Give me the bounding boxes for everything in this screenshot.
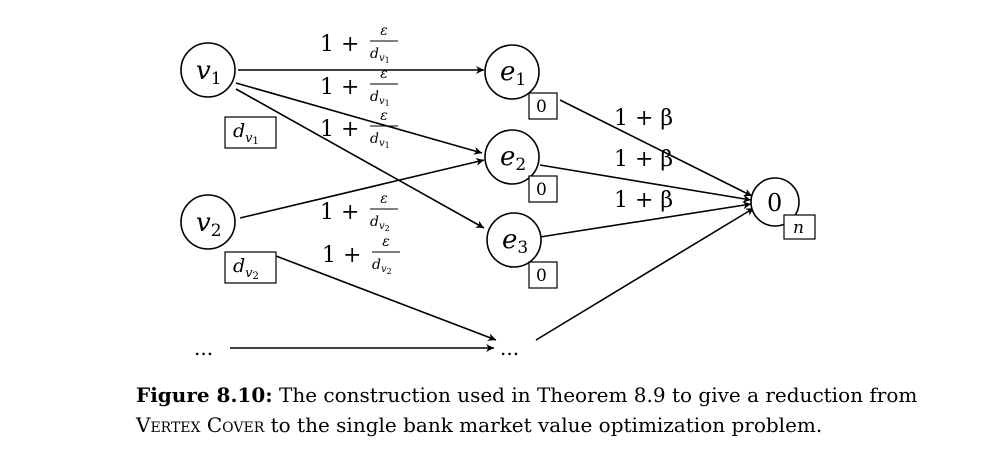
construction-diagram: v1 v2 e1 e2 e3 0 ... ... dv1 dv2 0 0 0 n… <box>180 23 816 360</box>
box-e1 <box>528 92 558 120</box>
caption-problem-name: Vertex Cover <box>136 413 265 437</box>
node-e2-label: e2 <box>500 142 526 175</box>
box-e3-label: 0 <box>536 266 547 286</box>
node-v1-circle <box>180 42 236 98</box>
edge-label-v1-e1: 1 + ε dv1 <box>320 23 398 65</box>
box-e2-label: 0 <box>536 180 547 200</box>
svg-text:ε: ε <box>380 191 388 207</box>
node-e1-circle <box>484 44 540 100</box>
svg-text:1 +: 1 + <box>320 200 359 225</box>
svg-text:ε: ε <box>380 66 388 82</box>
node-e2-circle <box>484 129 540 185</box>
dots-left: ... <box>194 336 213 360</box>
svg-text:1 +: 1 + <box>322 243 361 268</box>
box-v1 <box>224 116 277 149</box>
node-e3-label: e3 <box>502 225 528 258</box>
edge-e2-sink <box>539 164 752 203</box>
edge-label-e1-sink: 1 + β <box>614 106 673 131</box>
edge-label-e3-sink: 1 + β <box>614 188 673 213</box>
edge-v2-dots <box>275 255 497 341</box>
node-e1-label: e1 <box>500 57 526 90</box>
node-e3-circle <box>486 212 542 268</box>
svg-text:dv1: dv1 <box>370 131 390 150</box>
node-v2-label: v2 <box>196 208 222 241</box>
svg-text:1 +: 1 + <box>320 32 359 57</box>
edge-label-v1-e3: 1 + ε dv1 <box>320 108 398 150</box>
edge-dots-sink <box>535 207 755 341</box>
caption-label: Figure 8.10: <box>136 383 273 407</box>
edge-label-v1-e2: 1 + ε dv1 <box>320 66 398 108</box>
node-v1-label: v1 <box>196 56 222 89</box>
box-e2 <box>528 175 558 203</box>
edge-label-e2-sink: 1 + β <box>614 147 673 172</box>
box-sink-label: n <box>793 218 804 238</box>
box-e3 <box>528 261 558 289</box>
svg-text:ε: ε <box>380 108 388 124</box>
edge-e3-sink <box>539 201 752 238</box>
edge-v1-e3 <box>235 88 485 229</box>
svg-text:ε: ε <box>382 234 390 250</box>
caption-text-before: The construction used in Theorem 8.9 to … <box>279 383 918 407</box>
node-sink-circle <box>750 177 800 227</box>
edge-label-v2-dots: 1 + ε dv2 <box>322 234 400 276</box>
svg-text:dv1: dv1 <box>370 89 390 108</box>
figure-caption: Figure 8.10: The construction used in Th… <box>136 380 986 440</box>
svg-text:1 +: 1 + <box>320 75 359 100</box>
box-e1-label: 0 <box>536 97 547 117</box>
svg-text:dv2: dv2 <box>372 257 392 276</box>
box-v2-label: dv2 <box>233 255 259 282</box>
edge-label-v2-e2: 1 + ε dv2 <box>320 191 398 233</box>
edge-e1-sink <box>559 99 753 197</box>
svg-text:dv2: dv2 <box>370 214 390 233</box>
edge-v1-e2 <box>235 82 483 155</box>
caption-text-after: to the single bank market value optimiza… <box>270 413 823 437</box>
dots-mid: ... <box>500 336 519 360</box>
box-sink <box>783 214 816 240</box>
node-sink-label: 0 <box>767 189 782 217</box>
svg-text:1 +: 1 + <box>320 117 359 142</box>
box-v1-label: dv1 <box>233 120 259 147</box>
svg-text:ε: ε <box>380 23 388 39</box>
node-v2-circle <box>180 194 236 250</box>
box-v2 <box>224 251 277 284</box>
edge-v2-e2 <box>239 157 485 219</box>
svg-text:dv1: dv1 <box>370 46 390 65</box>
